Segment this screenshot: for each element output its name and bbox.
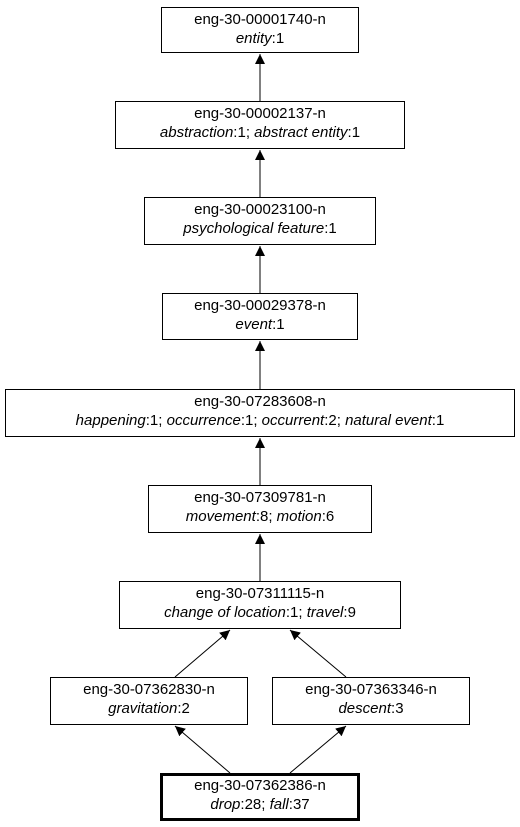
synset-node-eng-30-00002137-n[interactable]: eng-30-00002137-n abstraction:1; abstract…: [115, 101, 405, 149]
word-lemma: descent: [338, 700, 392, 717]
word-sense-number: 1: [237, 124, 246, 141]
word-lemma: abstract entity: [254, 124, 348, 141]
word-sense-number: 1: [276, 316, 285, 333]
synset-words: psychological feature:1: [183, 220, 337, 237]
word-sense-number: 6: [325, 508, 335, 525]
word-lemma: abstraction: [159, 124, 234, 141]
synset-words: event:1: [235, 316, 285, 333]
synset-id: eng-30-07309781-n: [194, 489, 326, 506]
synset-node-eng-30-00023100-n[interactable]: eng-30-00023100-n psychological feature:1: [144, 197, 376, 245]
synset-node-eng-30-00001740-n[interactable]: eng-30-00001740-n entity:1: [161, 7, 359, 53]
word-lemma: change of location: [164, 604, 286, 621]
word-lemma: gravitation: [108, 700, 178, 717]
word-sense-number: 28: [244, 796, 262, 813]
word-sense-number: 9: [347, 604, 356, 621]
synset-words: drop:28; fall:37: [210, 796, 310, 813]
word-lemma: movement: [185, 508, 256, 525]
word-lemma: happening: [75, 412, 146, 429]
synset-words: abstraction:1; abstract entity:1: [159, 124, 361, 141]
word-lemma: fall: [269, 796, 289, 813]
edge-n10-to-n8: [174, 725, 231, 774]
word-lemma: occurrence: [166, 412, 241, 429]
synset-words: happening:1; occurrence:1; occurrent:2; …: [75, 412, 445, 429]
synset-node-eng-30-07363346-n[interactable]: eng-30-07363346-n descent:3: [272, 677, 470, 725]
synset-words: movement:8; motion:6: [185, 508, 335, 525]
word-sense-number: 1: [328, 220, 337, 237]
word-sense-number: 1: [290, 604, 299, 621]
word-sense-number: 8: [259, 508, 269, 525]
word-lemma: travel: [306, 604, 344, 621]
word-sense-number: 37: [292, 796, 310, 813]
synset-node-eng-30-07362386-n[interactable]: eng-30-07362386-n drop:28; fall:37: [160, 773, 360, 821]
synset-id: eng-30-07362386-n: [194, 777, 326, 794]
word-sense-number: 1: [435, 412, 445, 429]
synset-words: change of location:1; travel:9: [164, 604, 356, 621]
synset-words: descent:3: [338, 700, 404, 717]
synset-id: eng-30-07311115-n: [195, 585, 325, 602]
word-lemma: entity: [235, 30, 272, 47]
word-lemma: psychological feature: [183, 220, 325, 237]
synset-id: eng-30-07362830-n: [83, 681, 215, 698]
synset-id: eng-30-00001740-n: [194, 11, 326, 28]
synset-id: eng-30-00029378-n: [194, 297, 326, 314]
word-sense-number: 1: [244, 412, 254, 429]
synset-node-eng-30-00029378-n[interactable]: eng-30-00029378-n event:1: [162, 293, 358, 340]
word-sense-number: 2: [181, 700, 190, 717]
synset-id: eng-30-00002137-n: [194, 105, 326, 122]
synset-node-eng-30-07311115-n[interactable]: eng-30-07311115-n change of location:1; t…: [119, 581, 401, 629]
word-lemma: occurrent: [261, 412, 325, 429]
edge-n9-to-n7: [289, 629, 347, 678]
synset-node-eng-30-07309781-n[interactable]: eng-30-07309781-n movement:8; motion:6: [148, 485, 372, 533]
word-sense-number: 2: [328, 412, 337, 429]
synset-id: eng-30-07283608-n: [194, 393, 326, 410]
synset-id: eng-30-07363346-n: [305, 681, 437, 698]
synset-words: entity:1: [235, 30, 285, 47]
synset-node-eng-30-07283608-n[interactable]: eng-30-07283608-n happening:1; occurrence…: [5, 389, 515, 437]
synset-words: gravitation:2: [108, 700, 190, 717]
synset-node-eng-30-07362830-n[interactable]: eng-30-07362830-n gravitation:2: [50, 677, 248, 725]
edge-n10-to-n9: [289, 725, 347, 774]
word-sense-number: 1: [149, 412, 159, 429]
word-sense-number: 3: [395, 700, 404, 717]
word-lemma: natural event: [345, 412, 432, 429]
word-sense-number: 1: [351, 124, 361, 141]
word-sense-number: 1: [275, 30, 285, 47]
edge-n8-to-n7: [174, 629, 231, 678]
word-lemma: event: [235, 316, 273, 333]
word-lemma: drop: [210, 796, 241, 813]
word-lemma: motion: [276, 508, 322, 525]
synset-id: eng-30-00023100-n: [194, 201, 326, 218]
